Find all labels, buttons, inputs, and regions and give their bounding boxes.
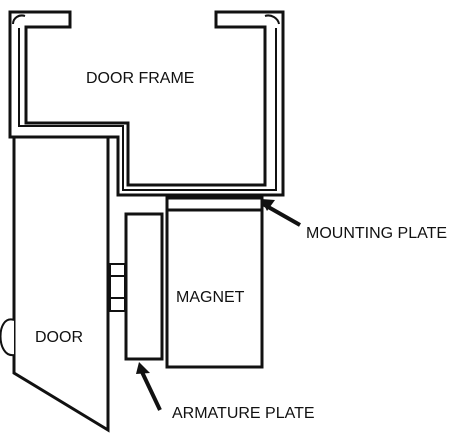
mounting-plate-arrowhead bbox=[261, 199, 275, 211]
armature-mount bbox=[109, 263, 126, 312]
armature-plate-arrowhead bbox=[136, 362, 150, 374]
door-frame-inner-line bbox=[18, 28, 277, 191]
door-frame: DOOR FRAME bbox=[8, 10, 285, 197]
door-frame-outline bbox=[8, 10, 285, 197]
magnet-shape bbox=[165, 208, 264, 369]
door-label: DOOR bbox=[35, 329, 83, 346]
door-frame-corner-curl-right bbox=[264, 14, 280, 25]
door-handle bbox=[0, 318, 15, 357]
magnet-label: MAGNET bbox=[176, 289, 245, 306]
armature-plate-shape bbox=[124, 212, 164, 361]
armature-spacer-block bbox=[109, 263, 126, 312]
magnet: MAGNET bbox=[165, 208, 264, 369]
armature-plate bbox=[124, 212, 164, 361]
armature-plate-arrow-line bbox=[140, 371, 162, 411]
mounting-plate-label: MOUNTING PLATE bbox=[306, 225, 447, 242]
armature-plate-callout: ARMATURE PLATE bbox=[136, 362, 315, 422]
door: DOOR bbox=[0, 135, 110, 433]
mounting-plate-callout: MOUNTING PLATE bbox=[261, 199, 447, 242]
door-outline bbox=[12, 135, 110, 433]
door-frame-corner-curl-left bbox=[12, 14, 26, 25]
door-frame-label: DOOR FRAME bbox=[86, 70, 194, 87]
armature-plate-label: ARMATURE PLATE bbox=[172, 405, 315, 422]
